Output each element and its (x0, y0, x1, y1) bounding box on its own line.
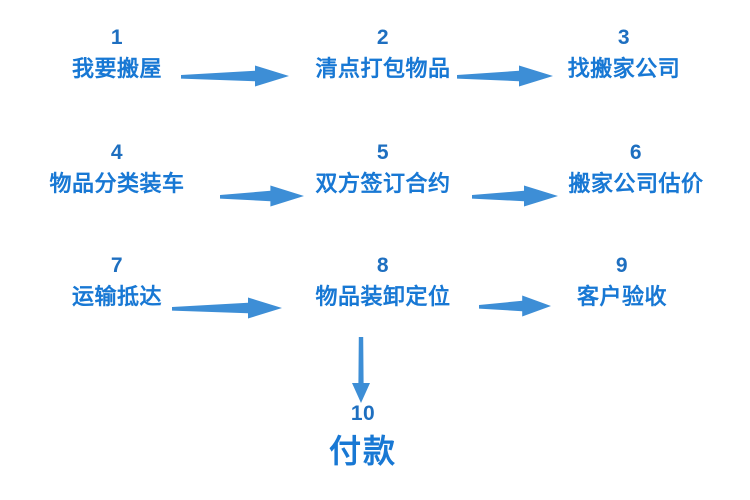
step-node-5[interactable]: 5 双方签订合约 (315, 142, 450, 196)
step-node-9[interactable]: 9 客户验收 (577, 255, 667, 309)
step-number-8: 8 (376, 254, 390, 277)
step-label-3: 找搬家公司 (567, 56, 681, 81)
step-node-6[interactable]: 6 搬家公司估价 (568, 142, 703, 196)
step-node-7[interactable]: 7 运输抵达 (72, 255, 162, 309)
step-number-6: 6 (629, 141, 643, 164)
arrow-2-to-3-icon (457, 61, 553, 91)
step-node-8[interactable]: 8 物品装卸定位 (315, 255, 450, 309)
step-node-1[interactable]: 1 我要搬屋 (72, 27, 162, 81)
step-number-4: 4 (110, 141, 124, 164)
step-number-1: 1 (110, 26, 124, 49)
step-number-2: 2 (376, 26, 390, 49)
step-number-9: 9 (615, 254, 629, 277)
step-label-6: 搬家公司估价 (568, 171, 704, 196)
step-label-8: 物品装卸定位 (315, 284, 451, 309)
step-label-9: 客户验收 (576, 284, 668, 309)
arrow-1-to-2-icon (181, 61, 289, 91)
step-label-2: 清点打包物品 (315, 56, 451, 81)
step-number-7: 7 (110, 254, 124, 277)
arrow-8-to-9-icon (479, 291, 551, 321)
step-label-7: 运输抵达 (71, 284, 163, 309)
arrow-8-to-10-icon (348, 337, 374, 403)
arrow-4-to-5-icon (220, 181, 304, 211)
step-label-1: 我要搬屋 (71, 56, 163, 81)
step-label-5: 双方签订合约 (315, 171, 451, 196)
arrow-5-to-6-icon (472, 181, 558, 211)
step-node-4[interactable]: 4 物品分类装车 (49, 142, 184, 196)
step-node-2[interactable]: 2 清点打包物品 (315, 27, 450, 81)
step-label-4: 物品分类装车 (49, 171, 185, 196)
step-label-10: 付款 (328, 433, 398, 469)
step-node-3[interactable]: 3 找搬家公司 (568, 27, 681, 81)
step-number-3: 3 (617, 26, 631, 49)
arrow-7-to-8-icon (172, 293, 282, 323)
step-number-5: 5 (376, 141, 390, 164)
step-node-10[interactable]: 10 付款 (329, 403, 397, 469)
step-number-10: 10 (350, 402, 376, 425)
